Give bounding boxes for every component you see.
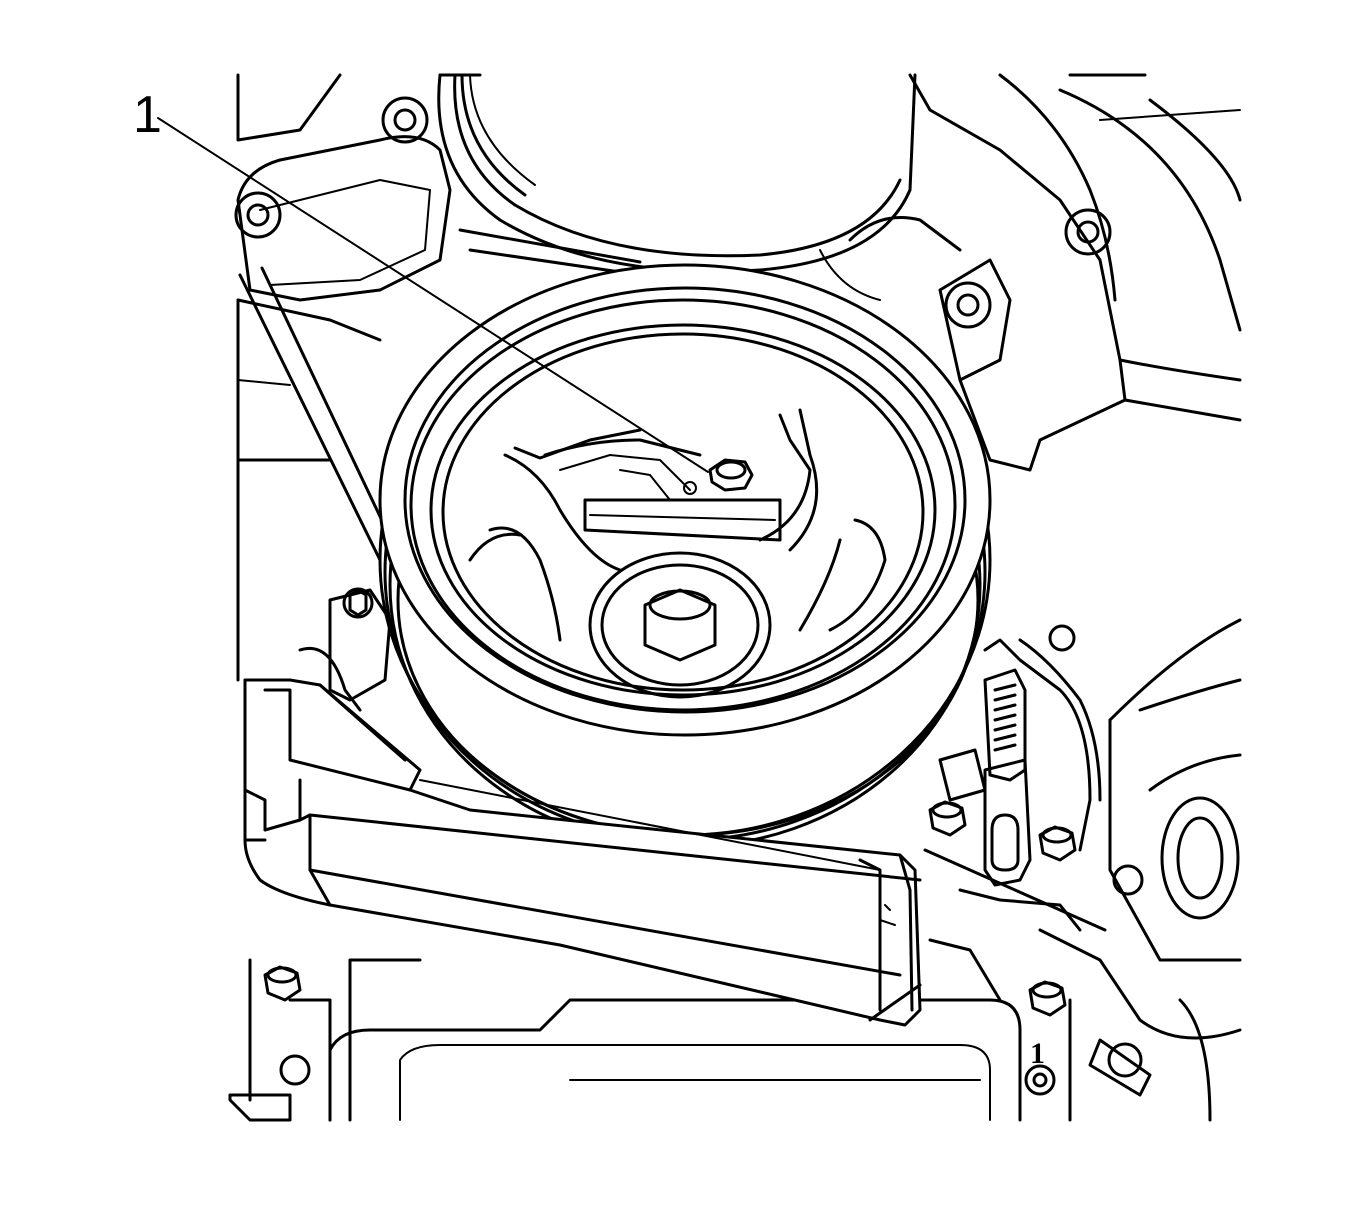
crankshaft-position-sensor: [923, 668, 1107, 932]
drive-belt: [238, 228, 642, 562]
engine-front-cover: [228, 73, 1242, 1122]
front-cover-bolts: [263, 587, 1092, 1017]
cover-boss-right: [928, 888, 1082, 1002]
callout-1-leader-line: [157, 117, 709, 473]
timing-tool-bracket: [243, 678, 922, 1027]
timing-mark-label: 1: [1030, 1037, 1045, 1070]
callout-1: 1: [133, 86, 709, 473]
callout-1-label: 1: [133, 86, 162, 144]
upper-pulley: [437, 73, 917, 273]
crankshaft-center-bolt: [643, 588, 717, 662]
balancer-bolt: [708, 458, 754, 492]
crankshaft-balancer: [378, 263, 992, 849]
